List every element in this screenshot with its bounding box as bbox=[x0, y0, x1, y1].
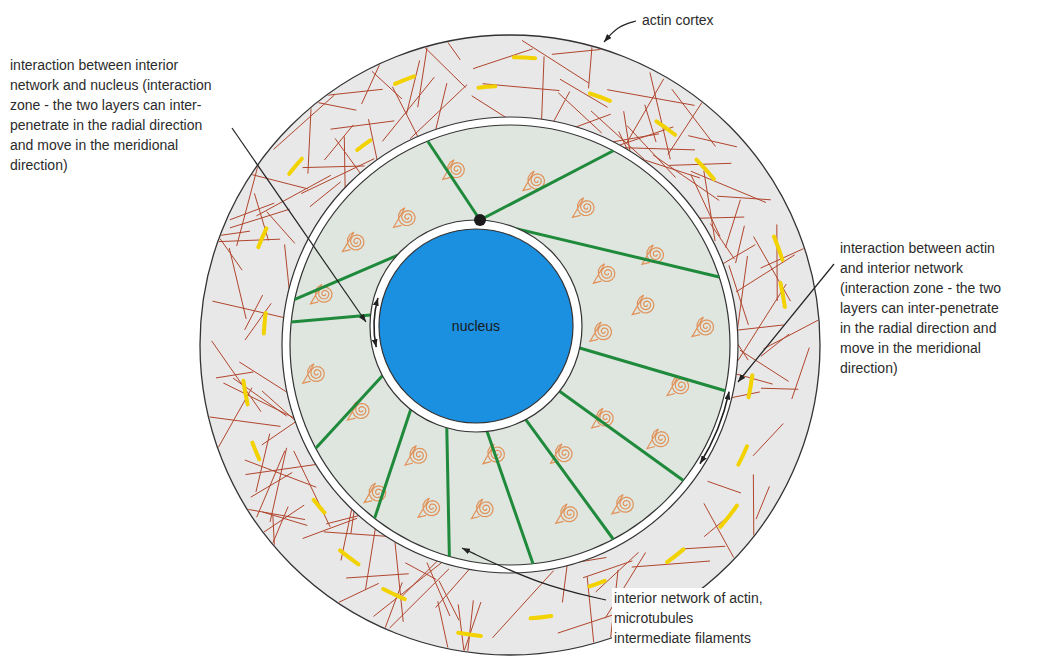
callout-box: interior network of actin, microtubules … bbox=[612, 588, 774, 648]
callout-box: interaction between interior network and… bbox=[8, 55, 226, 175]
centrosome-dot bbox=[474, 214, 486, 226]
cortex-yellow-marks bbox=[243, 57, 784, 636]
interaction-zone-ring bbox=[282, 117, 738, 573]
callout-label: interior network of actin, microtubules … bbox=[612, 588, 774, 648]
interior-network-region bbox=[290, 125, 730, 565]
callout-box: interaction between actin and interior n… bbox=[838, 238, 1006, 378]
interior-filament-squiggles bbox=[303, 160, 714, 524]
callout-label: actin cortex bbox=[640, 10, 716, 30]
actin-fibres bbox=[194, 11, 822, 664]
callout-label: interaction between actin and interior n… bbox=[838, 238, 1006, 378]
callout-box: actin cortex bbox=[640, 10, 716, 30]
nucleus-circle: nucleus bbox=[378, 228, 574, 424]
node-label: nucleus bbox=[452, 318, 500, 334]
nuclear-envelope-ring bbox=[370, 220, 582, 432]
leader-lines bbox=[232, 21, 834, 600]
actin-cortex-ring bbox=[200, 35, 820, 655]
callout-label: interaction between interior network and… bbox=[8, 55, 226, 175]
microtubules bbox=[291, 141, 725, 564]
